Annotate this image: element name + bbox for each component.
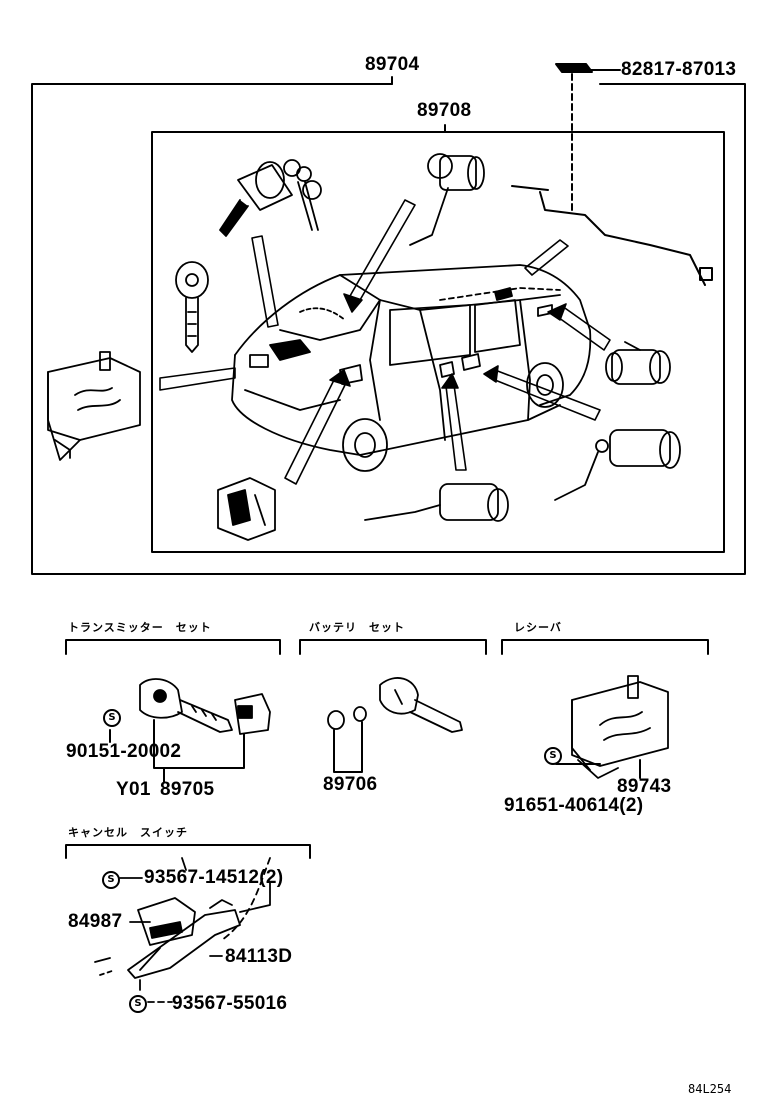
bracket-transmitter	[65, 639, 281, 655]
leader-89705	[153, 719, 245, 769]
part-84113D: 84113D	[225, 946, 293, 967]
bolt-symbol-93567-55016: S	[129, 995, 147, 1013]
car-body	[231, 264, 592, 472]
diagram-reference-code: 84L254	[688, 1082, 732, 1096]
kit-frame-inner	[151, 131, 725, 553]
leader-89706	[333, 721, 363, 773]
cancel-switch-parts	[94, 857, 271, 1003]
kit-frame-outer	[31, 83, 746, 575]
section-cancel-switch: キャンセル スイッチ	[68, 826, 188, 839]
part-82817-87013: 82817-87013	[621, 59, 737, 80]
battery-set-items	[327, 677, 463, 733]
part-89705: 89705	[160, 779, 215, 800]
key-transponder	[175, 261, 209, 353]
lock-cylinder-bottom	[364, 483, 509, 522]
bracket-battery	[299, 639, 487, 655]
part-89743: 89743	[617, 776, 672, 797]
part-89706: 89706	[323, 774, 378, 795]
part-Y01: Y01	[116, 779, 151, 800]
lock-housing-bottom-left	[217, 477, 276, 541]
part-89708: 89708	[417, 100, 472, 121]
part-93567-55016: 93567-55016	[172, 993, 288, 1014]
part-90151-20002: 90151-20002	[66, 741, 182, 762]
transmitter-key	[139, 678, 233, 733]
section-battery-set: バッテリ セット	[309, 621, 405, 634]
part-84987: 84987	[68, 911, 123, 932]
lock-cylinder-top	[409, 153, 485, 246]
bolt-symbol-93567-14512: S	[102, 871, 120, 889]
bolt-symbol-91651: S	[544, 747, 562, 765]
label-tag-shape	[555, 63, 593, 73]
ignition-lock-cylinder	[219, 159, 322, 237]
section-receiver: レシーバ	[514, 621, 562, 634]
receiver-set-unit	[571, 675, 669, 779]
pointer-arrows	[159, 199, 611, 485]
bracket-cancel	[65, 844, 311, 859]
section-transmitter-set: トランスミッター セット	[68, 621, 212, 634]
release-cable	[511, 185, 713, 286]
part-89704: 89704	[365, 54, 420, 75]
part-91651-40614: 91651-40614(2)	[504, 795, 644, 816]
lock-cylinder-lower-right	[554, 429, 681, 501]
transmitter-module	[234, 693, 271, 735]
lock-cylinder-right	[605, 341, 671, 385]
bolt-symbol-90151: S	[103, 709, 121, 727]
bracket-receiver	[501, 639, 709, 655]
receiver-in-kit	[47, 351, 141, 461]
part-93567-14512: 93567-14512(2)	[144, 867, 284, 888]
